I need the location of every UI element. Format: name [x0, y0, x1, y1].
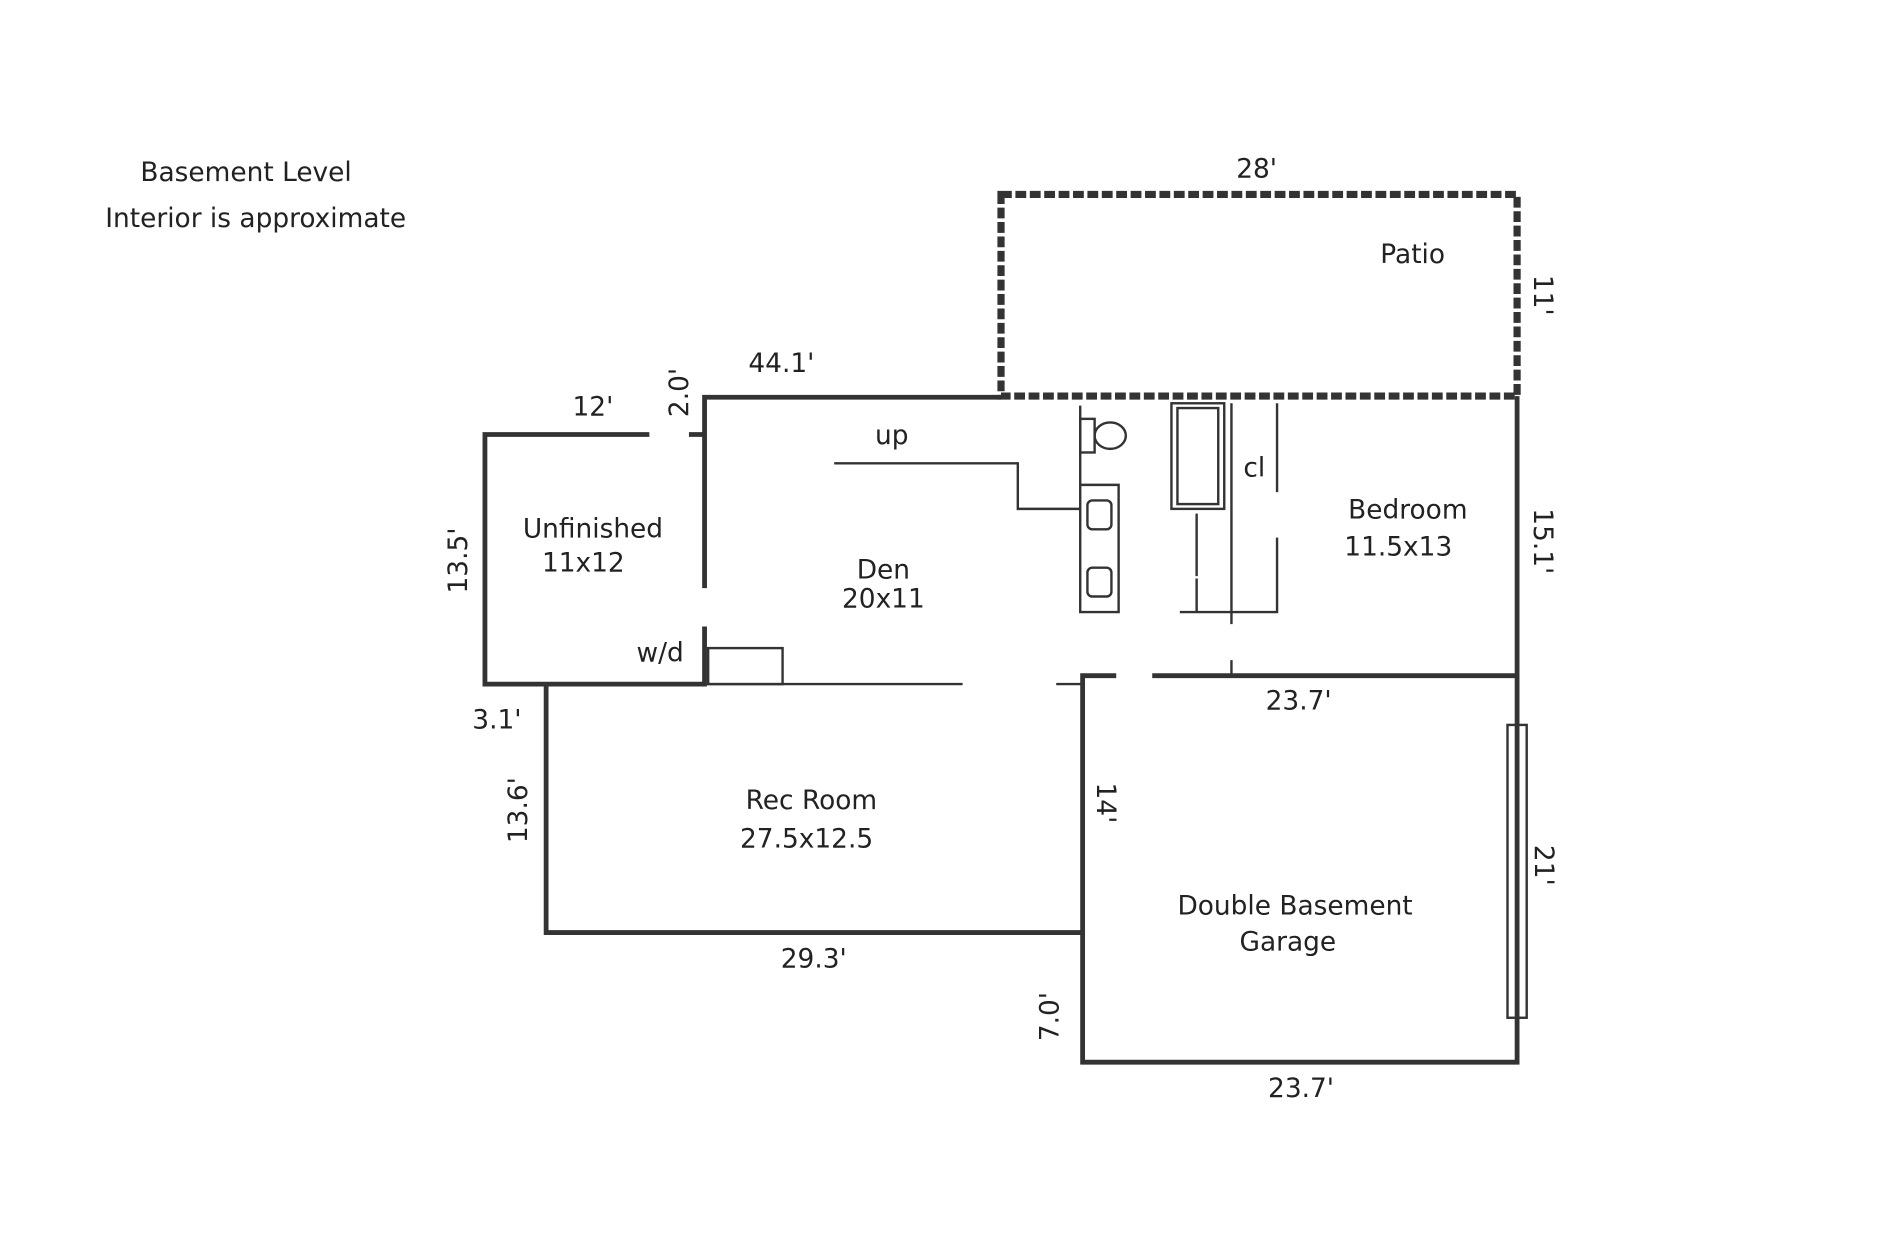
dim-offset: 3.1' [472, 705, 521, 736]
patio-outline [997, 190, 1521, 400]
room-rec-size: 27.5x12.5 [740, 823, 873, 854]
dim-unfinished-width: 12' [573, 391, 614, 422]
room-unfinished-size: 11x12 [542, 547, 625, 578]
room-bedroom: Bedroom [1348, 494, 1467, 525]
room-rec: Rec Room [746, 785, 877, 816]
dim-mid: 23.7' [1266, 685, 1332, 716]
dim-garage-height2: 21' [1528, 845, 1559, 886]
dim-rec-width: 29.3' [781, 943, 847, 974]
room-den-size: 20x11 [842, 583, 925, 614]
dim-patio-width: 28' [1236, 154, 1277, 185]
dim-rec-height: 13.6' [503, 777, 534, 843]
walls [482, 394, 1528, 1065]
room-bedroom-size: 11.5x13 [1344, 532, 1452, 563]
dim-top: 44.1' [748, 348, 814, 379]
label-closet: cl [1243, 452, 1265, 483]
dim-bedroom-height: 15.1' [1527, 508, 1558, 574]
sink-icon [1086, 499, 1113, 598]
toilet-icon [1079, 417, 1128, 454]
dim-garage-offset: 7.0' [1035, 992, 1066, 1041]
room-patio: Patio [1380, 239, 1445, 270]
room-garage: Double Basement [1177, 891, 1412, 922]
label-up: up [875, 420, 908, 451]
dim-garage-height1: 14' [1090, 783, 1121, 824]
dim-unfinished-height: 13.5' [443, 527, 474, 593]
dim-step: 2.0' [664, 368, 695, 417]
room-den: Den [857, 554, 910, 585]
room-unfinished: Unfinished [523, 514, 663, 545]
dim-patio-height: 11' [1527, 275, 1558, 316]
dim-garage-width: 23.7' [1268, 1073, 1334, 1104]
plan-subtitle: Interior is approximate [105, 203, 406, 234]
label-wd: w/d [637, 637, 684, 668]
room-garage-line2: Garage [1240, 927, 1337, 958]
plan-title: Basement Level [140, 157, 351, 188]
